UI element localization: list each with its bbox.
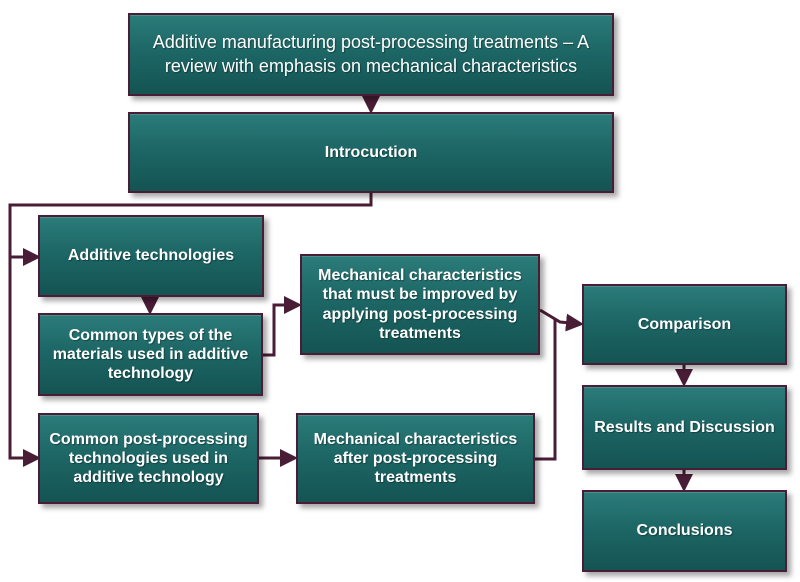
node-mech-after-label: Mechanical characteristics after post-pr… bbox=[313, 430, 518, 487]
diagram-title: Additive manufacturing post-processing t… bbox=[128, 13, 614, 96]
arrow-intro-to-posttech bbox=[8, 257, 41, 467]
node-comparison-label: Comparison bbox=[637, 315, 732, 333]
arrow-mechimprove-to-comparison bbox=[539, 308, 584, 332]
node-materials: Common types of the materials used in ad… bbox=[38, 313, 263, 396]
node-comparison: Comparison bbox=[582, 284, 787, 365]
node-introduction-label: Introcuction bbox=[324, 143, 418, 161]
node-results-discussion-label: Results and Discussion bbox=[594, 418, 775, 436]
arrow-materials-to-mechimprove bbox=[263, 296, 302, 357]
node-conclusions-label: Conclusions bbox=[636, 522, 733, 540]
node-introduction: Introcuction bbox=[128, 112, 614, 193]
node-conclusions: Conclusions bbox=[582, 490, 787, 572]
node-post-processing-tech: Common post-processing technologies used… bbox=[38, 413, 259, 504]
node-mech-improve: Mechanical characteristics that must be … bbox=[300, 254, 540, 355]
node-additive-technologies-label: Additive technologies bbox=[67, 247, 235, 265]
node-results-discussion: Results and Discussion bbox=[582, 385, 787, 470]
node-mech-improve-label: Mechanical characteristics that must be … bbox=[318, 267, 522, 342]
node-mech-after: Mechanical characteristics after post-pr… bbox=[296, 413, 535, 504]
node-post-processing-tech-label: Common post-processing technologies used… bbox=[49, 430, 248, 487]
diagram-title-text: Additive manufacturing post-processing t… bbox=[152, 31, 590, 76]
node-additive-technologies: Additive technologies bbox=[38, 215, 264, 297]
node-materials-label: Common types of the materials used in ad… bbox=[52, 326, 249, 383]
